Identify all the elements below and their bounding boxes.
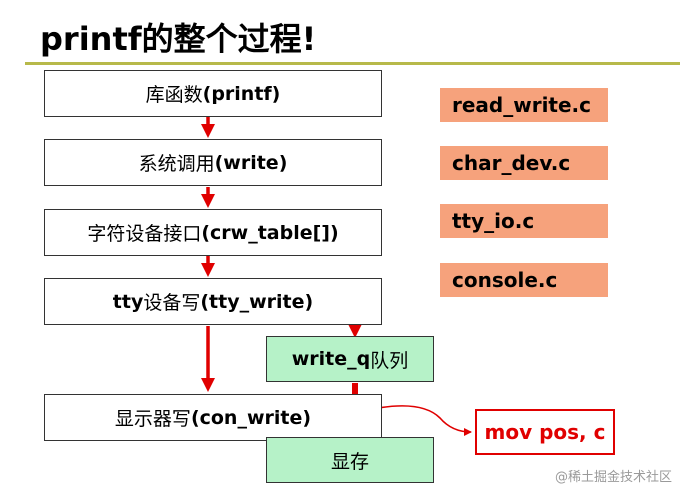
arrow-to-mov-box xyxy=(362,405,472,436)
file-tag-char-dev: char_dev.c xyxy=(440,146,608,180)
file-tag-tty-io: tty_io.c xyxy=(440,204,608,238)
console-write-box: 显示器写(con_write) xyxy=(44,394,382,441)
watermark: @稀土掘金技术社区 xyxy=(554,470,672,485)
file-tag-read-write: read_write.c xyxy=(440,88,608,122)
library-function-box: 库函数(printf) xyxy=(44,70,382,117)
title-divider xyxy=(25,62,680,65)
system-call-box: 系统调用(write) xyxy=(44,139,382,186)
page-title: printf的整个过程! xyxy=(40,20,317,58)
video-memory-box: 显存 xyxy=(266,437,434,483)
char-device-interface-box: 字符设备接口(crw_table[]) xyxy=(44,209,382,256)
mov-pos-box: mov pos, c xyxy=(475,409,615,455)
file-tag-console: console.c xyxy=(440,263,608,297)
